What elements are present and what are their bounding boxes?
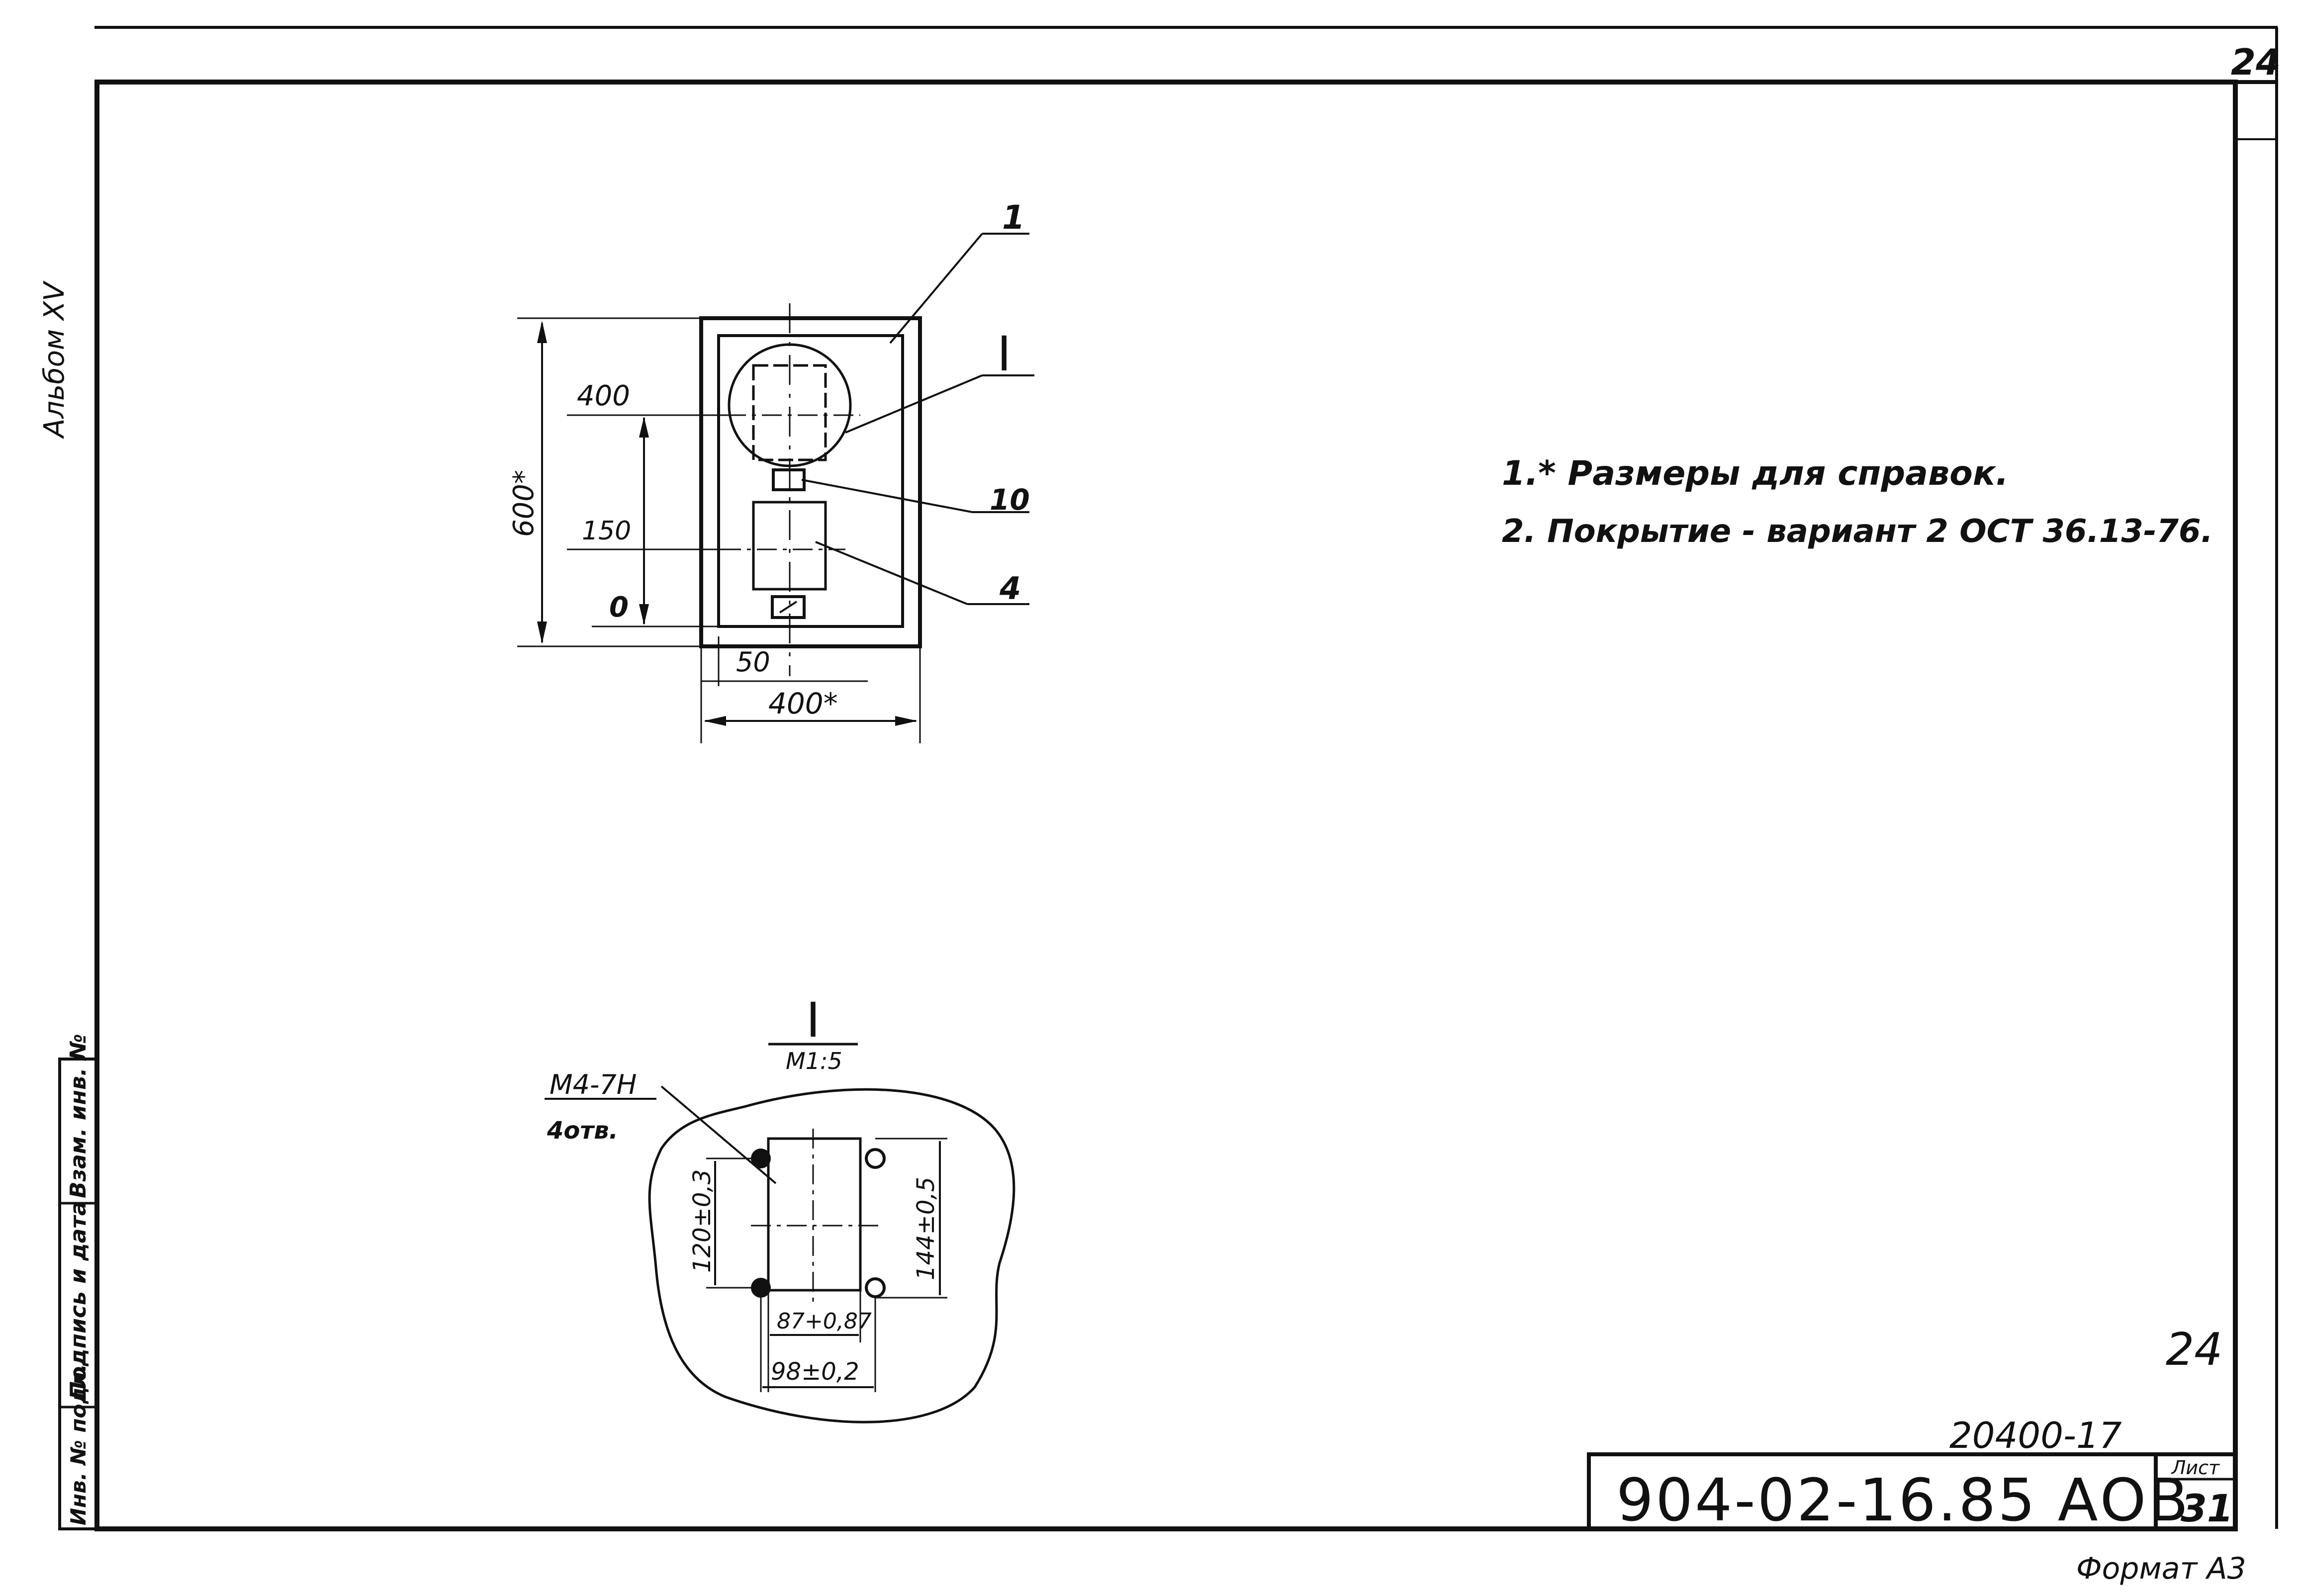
panel-inner-outline xyxy=(717,334,904,628)
detail-view xyxy=(545,1043,1015,1423)
callout-1: 1 xyxy=(1002,198,1025,237)
stamp-signature-date: Подпись и дата xyxy=(66,1201,91,1400)
dim-level-0: 0 xyxy=(609,591,629,623)
handwritten-page-number: 24 xyxy=(2166,1324,2223,1376)
mounting-hole xyxy=(865,1148,886,1169)
mounting-hole xyxy=(865,1277,886,1298)
detail-title: I xyxy=(806,992,820,1048)
corner-sheet-number: 24 xyxy=(2231,41,2281,83)
callout-4: 4 xyxy=(999,570,1021,607)
dim-offset: 50 xyxy=(736,646,770,678)
title-sheet-label: Лист xyxy=(2171,1457,2220,1479)
detail-dim-left: 120±0,3 xyxy=(688,1169,716,1273)
detail-scale: М1:5 xyxy=(786,1048,842,1074)
callout-I: I xyxy=(997,326,1011,382)
detail-circle xyxy=(728,343,852,467)
detail-dim-inner: 87+0,87 xyxy=(777,1309,872,1334)
inventory-code: 20400-17 xyxy=(1949,1415,2122,1456)
terminal-block-lower xyxy=(771,595,806,619)
detail-thread-label: М4-7Н xyxy=(550,1069,637,1100)
dim-level-150: 150 xyxy=(582,516,631,546)
drawing-frame xyxy=(94,26,2278,1531)
main-view xyxy=(517,233,1034,743)
dim-level-400: 400 xyxy=(577,380,630,412)
dim-width: 400* xyxy=(768,687,838,720)
stamp-inventory-original: Инв. № подл. xyxy=(66,1364,91,1525)
detail-dim-outer: 98±0,2 xyxy=(771,1358,859,1386)
detail-boundary xyxy=(648,1088,1015,1423)
dim-height: 600* xyxy=(508,470,540,537)
title-block xyxy=(1587,1452,2237,1531)
upper-component xyxy=(752,364,827,461)
format-label: Формат А3 xyxy=(2076,1551,2246,1586)
note-coating: 2. Покрытие - вариант 2 ОСТ 36.13-76. xyxy=(1502,513,2213,550)
title-sheet-value: 31 xyxy=(2181,1486,2233,1530)
stamp-replacement-inventory: Взам. инв. № xyxy=(66,1034,91,1198)
terminal-block-upper xyxy=(772,468,806,491)
panel-outer-outline xyxy=(699,316,922,648)
album-label: Альбом XV xyxy=(38,280,71,439)
note-reference-dimensions: 1.* Размеры для справок. xyxy=(1502,454,2009,493)
title-designation: 904-02-16.85 АОВ xyxy=(1616,1466,2190,1534)
detail-dim-right: 144±0,5 xyxy=(912,1177,940,1280)
callout-10: 10 xyxy=(990,483,1030,517)
left-stamp-columns xyxy=(58,1058,98,1530)
detail-holes-label: 4отв. xyxy=(547,1117,618,1145)
